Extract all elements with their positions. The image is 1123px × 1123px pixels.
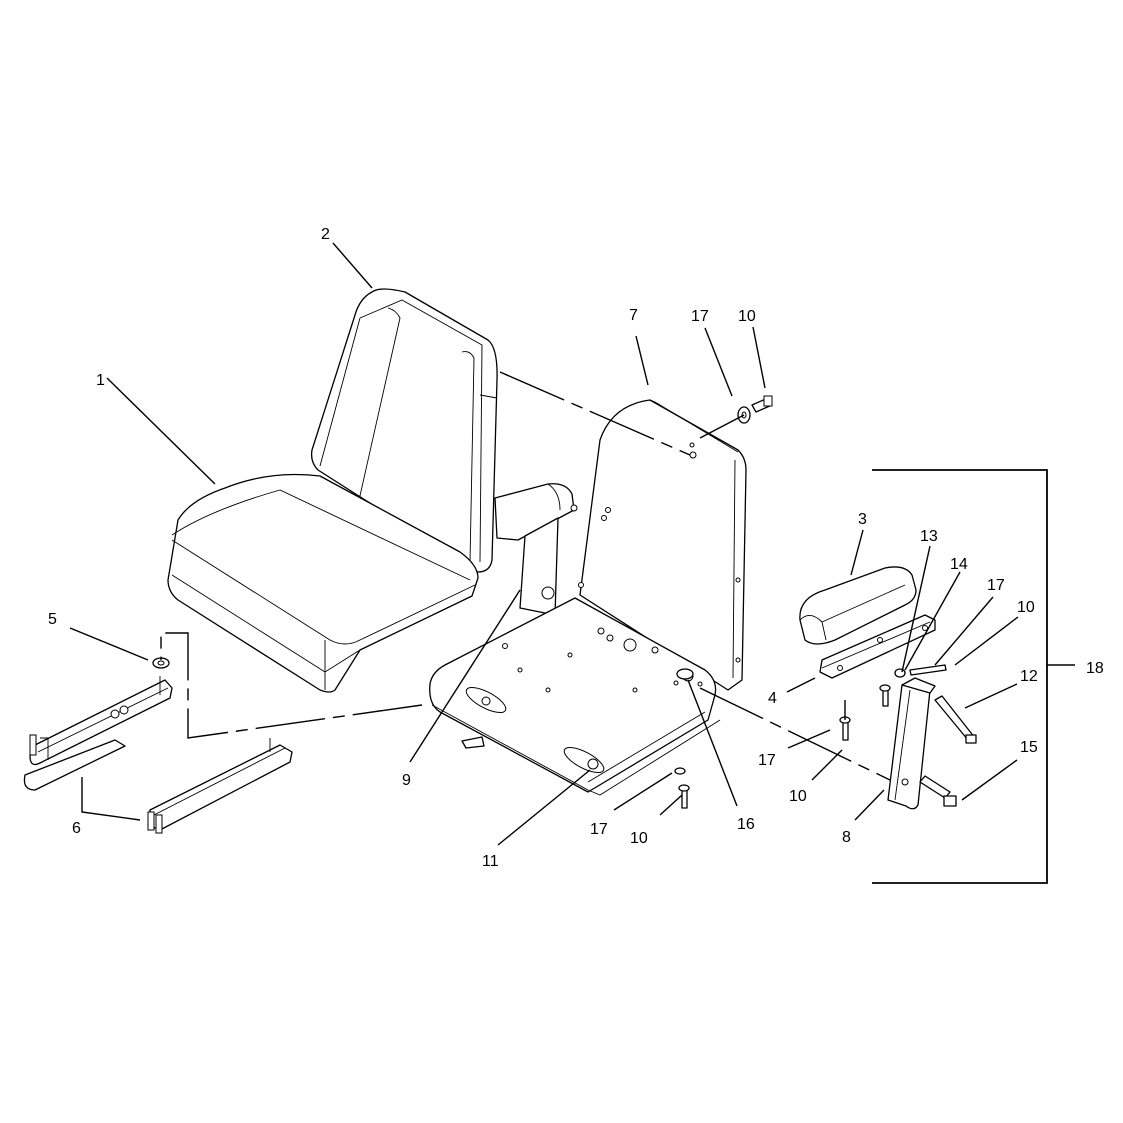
right-armrest-pad: [799, 566, 917, 645]
callout-17-top: 17: [691, 308, 709, 325]
callout-18: 18: [1086, 660, 1104, 677]
callout-7: 7: [629, 307, 638, 324]
left-armrest-assembly: [494, 483, 578, 616]
callout-17-armrest: 17: [987, 577, 1005, 594]
bolt-armrest-mid: [879, 684, 891, 707]
callout-13: 13: [920, 528, 938, 545]
bolt-top: [751, 395, 773, 413]
rail-washer: [152, 657, 170, 669]
callout-17-armrest-lower: 17: [758, 752, 776, 769]
seat-bottom-cushion: [167, 473, 479, 693]
callout-5: 5: [48, 611, 57, 628]
callout-1: 1: [96, 372, 105, 389]
washer-base: [674, 767, 686, 775]
seat-slide-rail-upper: [23, 676, 173, 791]
callout-10-top: 10: [738, 308, 756, 325]
seat-frame-back: [578, 399, 747, 691]
callout-12: 12: [1020, 668, 1038, 685]
leader-lines: [69, 242, 1075, 846]
callout-16: 16: [737, 816, 755, 833]
callout-2: 2: [321, 226, 330, 243]
callout-14: 14: [950, 556, 968, 573]
right-armrest-support: [887, 677, 936, 810]
bolt-base: [678, 784, 690, 809]
callout-9: 9: [402, 772, 411, 789]
bolt-15: [919, 775, 957, 807]
seat-slide-rail-lower: [147, 738, 293, 834]
bolt-12: [934, 695, 977, 744]
bolt-armrest-left: [839, 716, 851, 741]
callout-3: 3: [858, 511, 867, 528]
callout-15: 15: [1020, 739, 1038, 756]
callout-6: 6: [72, 820, 81, 837]
assembly-lines: [160, 371, 891, 781]
callout-10-armrest: 10: [1017, 599, 1035, 616]
callout-10-armrest-lower: 10: [789, 788, 807, 805]
knob-16: [676, 668, 694, 680]
callout-8: 8: [842, 829, 851, 846]
callout-10-base: 10: [630, 830, 648, 847]
callout-4: 4: [768, 690, 777, 707]
seat-back-cushion: [310, 288, 498, 573]
callout-labels: 1 2 3 4 5 6 7 8 9 10 10 10 10 11 12 13 1…: [48, 226, 1104, 870]
seat-base-plate: [429, 597, 721, 796]
callout-17-base: 17: [590, 821, 608, 838]
assembly-bracket: [872, 469, 1048, 884]
callout-11: 11: [482, 853, 499, 870]
